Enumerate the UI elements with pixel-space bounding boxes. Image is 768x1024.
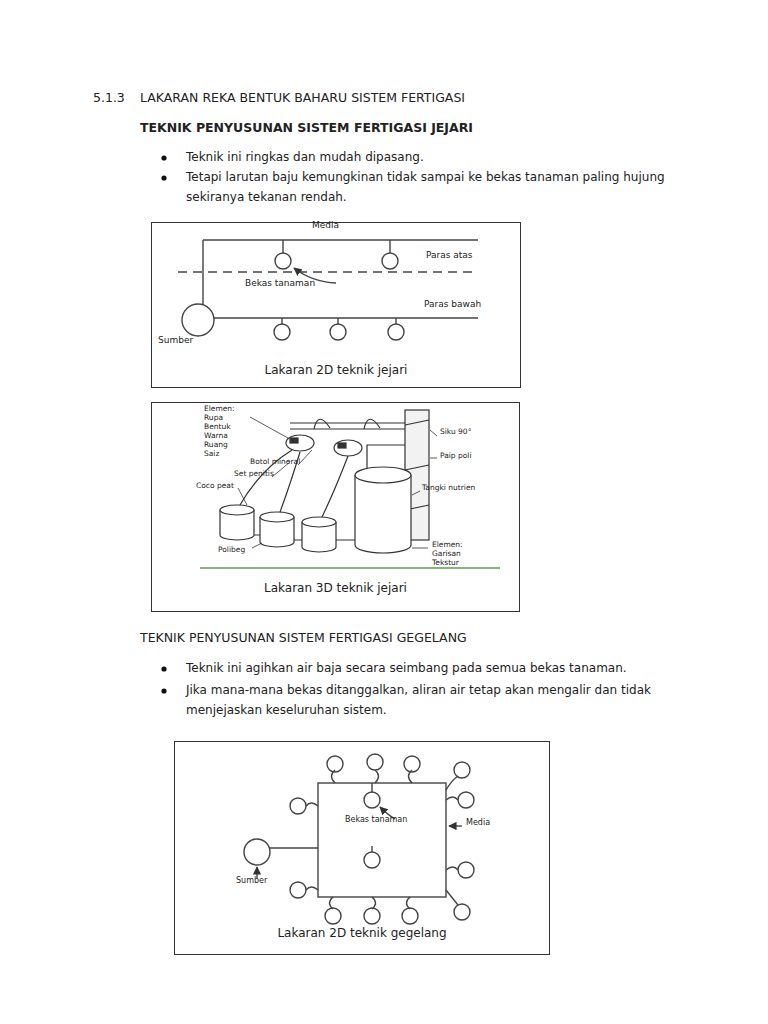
part-label: Coco peat <box>196 481 234 490</box>
part-label: Polibeg <box>218 545 245 554</box>
part-label: Tangki nutrien <box>422 483 475 492</box>
part-label: Bekas tanaman <box>245 278 315 289</box>
part-label: Media <box>466 818 490 828</box>
section-heading: TEKNIK PENYUSUNAN SISTEM FERTIGASI GEGEL… <box>140 628 467 649</box>
part-label: Paras bawah <box>424 299 481 310</box>
radial-2d-sketch <box>178 240 478 340</box>
ring-2d-sketch <box>244 754 474 924</box>
bullets <box>161 155 166 693</box>
element-note: Elemen: Garisan Tekstur <box>432 540 474 567</box>
section-heading: TEKNIK PENYUSUNAN SISTEM FERTIGASI JEJAR… <box>140 118 473 139</box>
part-label: Bekas tanaman <box>345 815 407 825</box>
part-label: Paip poli <box>440 451 472 460</box>
section-number: 5.1.3 <box>93 88 125 109</box>
bullet-text: Tetapi larutan baju kemungkinan tidak sa… <box>186 168 706 208</box>
part-label: Sumber <box>158 335 193 346</box>
bullet-text: Jika mana-mana bekas ditanggalkan, alira… <box>186 681 706 721</box>
element-note: Elemen: Rupa Bentuk Warna Ruang Saiz <box>204 404 244 458</box>
figure-caption: Lakaran 3D teknik jejari <box>152 581 519 595</box>
figure-caption: Lakaran 2D teknik gegelang <box>175 926 549 940</box>
radial-3d-sketch <box>200 410 500 568</box>
part-label: Botol mineral <box>250 457 300 466</box>
part-label: Media <box>312 220 339 231</box>
part-label: Set penitis <box>234 469 274 478</box>
bullet-text: Teknik ini ringkas dan mudah dipasang. <box>186 148 706 168</box>
part-label: Sumber <box>236 876 267 886</box>
bullet-text: Teknik ini agihkan air baja secara seimb… <box>186 659 706 679</box>
page-heading: LAKARAN REKA BENTUK BAHARU SISTEM FERTIG… <box>140 88 465 109</box>
figure-caption: Lakaran 2D teknik jejari <box>152 363 520 377</box>
part-label: Paras atas <box>426 250 473 261</box>
part-label: Siku 90° <box>440 427 471 436</box>
figure-frame: Lakaran 2D teknik gegelang <box>174 741 550 955</box>
